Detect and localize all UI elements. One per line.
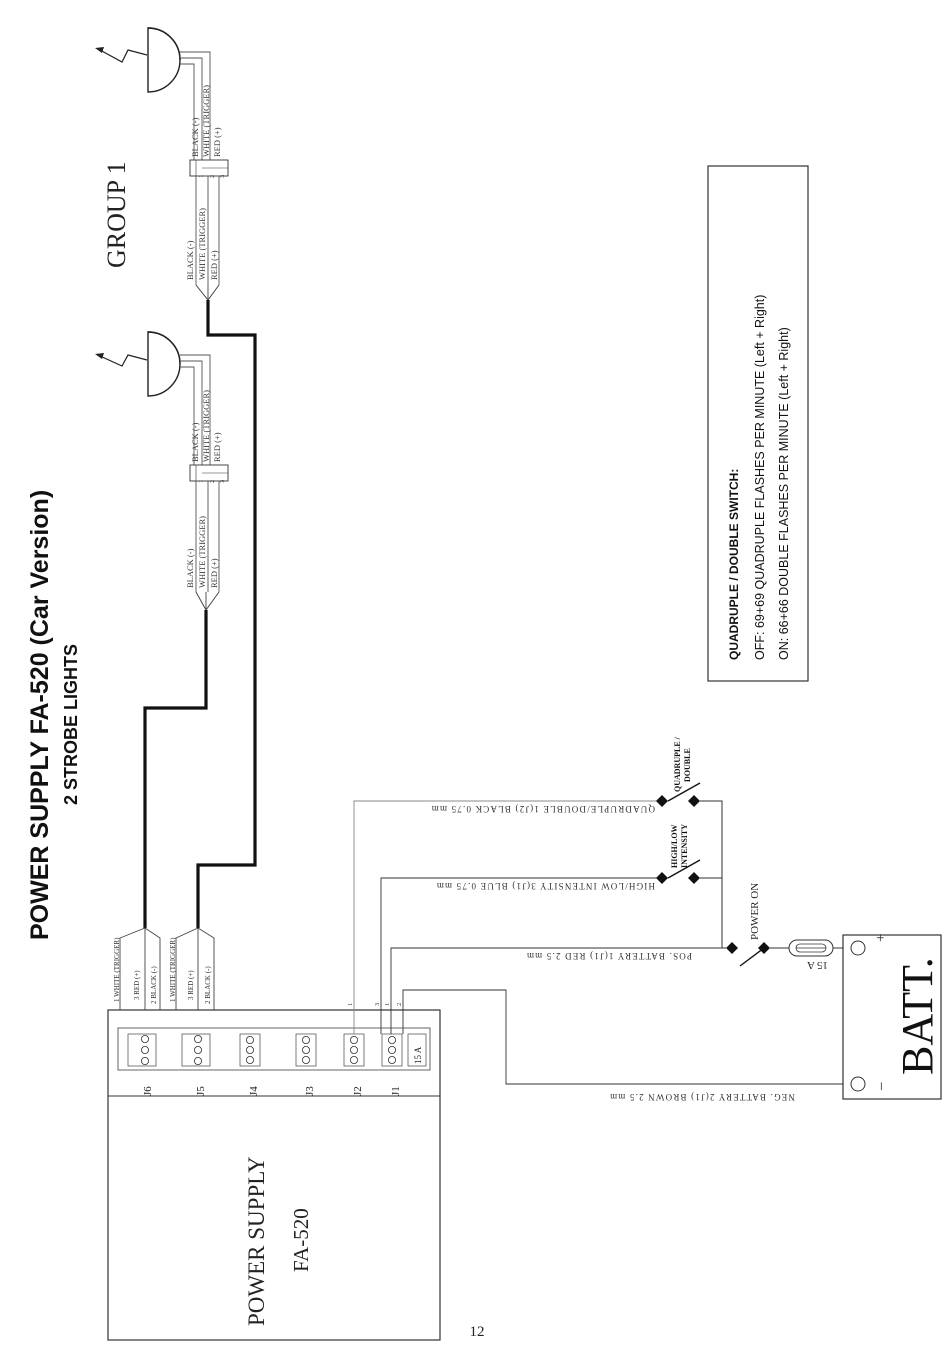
svg-text:RED (+): RED (+) — [212, 432, 222, 462]
svg-text:WHITE (TRIGGER): WHITE (TRIGGER) — [201, 390, 211, 462]
socket-j4-label: J4 — [248, 1086, 260, 1096]
power-supply-model: FA-520 — [289, 1208, 313, 1272]
switch-quadruple-double: QUADRUPLE / DOUBLE — [656, 736, 701, 807]
svg-text:3: 3 — [219, 175, 226, 178]
svg-text:–: – — [873, 1082, 889, 1091]
svg-text:WHITE (TRIGGER): WHITE (TRIGGER) — [197, 208, 207, 280]
fuse-15a: 15 A — [788, 939, 834, 971]
svg-text:HIGH/LOW: HIGH/LOW — [670, 824, 679, 868]
svg-text:WHITE (TRIGGER): WHITE (TRIGGER) — [197, 516, 207, 588]
switch-power-on: POWER ON — [720, 883, 770, 967]
svg-text:+: + — [873, 934, 889, 942]
svg-text:DOUBLE: DOUBLE — [683, 748, 692, 782]
svg-text:2: 2 — [209, 480, 216, 483]
strobe-lamp-icon — [147, 331, 181, 397]
page-number: 12 — [470, 1324, 485, 1340]
svg-text:2 BLACK (-): 2 BLACK (-) — [150, 966, 158, 1004]
svg-text:2: 2 — [396, 1003, 403, 1006]
battery-negative-terminal — [850, 1076, 866, 1092]
cable-lamp1-to-j5 — [196, 300, 257, 928]
svg-text:2: 2 — [209, 175, 216, 178]
strobe-lamp-icon — [147, 27, 181, 93]
connector-sockets: J6 J5 J4 J3 J2 J1 15 A — [127, 1033, 427, 1096]
switch-notes-box — [707, 165, 809, 682]
strobe-light-1: BLACK (-) WHITE (TRIGGER) RED (+) 1 2 3 … — [95, 27, 229, 301]
svg-text:INTENSITY: INTENSITY — [680, 824, 689, 868]
svg-text:3 RED (+): 3 RED (+) — [187, 970, 195, 1000]
svg-text:BLACK (-): BLACK (-) — [190, 422, 200, 462]
svg-text:RED (+): RED (+) — [212, 127, 222, 157]
socket-j6-label: J6 — [142, 1086, 154, 1096]
svg-text:RED (+): RED (+) — [209, 250, 219, 280]
svg-text:BLACK (-): BLACK (-) — [190, 117, 200, 157]
svg-text:POWER ON: POWER ON — [749, 883, 761, 940]
notes-on: ON: 66+66 DOUBLE FLASHES PER MINUTE (Lef… — [777, 327, 791, 660]
diagram-subtitle: 2 STROBE LIGHTS — [61, 644, 81, 805]
group-label: GROUP 1 — [102, 161, 131, 268]
svg-text:QUADRUPLE /: QUADRUPLE / — [673, 736, 682, 792]
svg-text:1 WHITE (TRIGGER): 1 WHITE (TRIGGER) — [169, 937, 177, 1002]
flash-icon — [99, 49, 148, 63]
strobe-light-2: BLACK (-) WHITE (TRIGGER) RED (+) 1 2 3 … — [95, 331, 229, 611]
label-wire-quadruple: QUADRUPLE/DOUBLE 1(J2) BLACK 0.75 mm — [431, 804, 655, 814]
connector-strip — [117, 1027, 431, 1071]
label-wire-neg: NEG. BATTERY 2(J1) BROWN 2.5 mm — [609, 1092, 795, 1102]
cable-lamp2-to-j6 — [143, 610, 208, 928]
power-supply-label: POWER SUPPLY — [244, 1156, 269, 1326]
diagram-title: POWER SUPPLY FA-520 (Car Version) — [26, 490, 54, 940]
wire-neg-battery — [402, 989, 846, 1085]
notes-heading: QUADRUPLE / DOUBLE SWITCH: — [727, 469, 741, 660]
wire-pos-battery — [390, 947, 720, 1034]
svg-text:1: 1 — [198, 480, 205, 483]
wire-quadruple-double — [353, 800, 662, 1034]
svg-text:15 A: 15 A — [413, 1046, 423, 1064]
svg-text:3 RED (+): 3 RED (+) — [133, 970, 141, 1000]
flash-icon — [99, 354, 148, 367]
switch-high-low: HIGH/LOW INTENSITY — [656, 824, 701, 884]
socket-j1-label: J1 — [390, 1086, 402, 1096]
socket-j5-label: J5 — [195, 1086, 207, 1096]
svg-text:3: 3 — [219, 480, 226, 483]
svg-text:2 BLACK (-): 2 BLACK (-) — [204, 966, 212, 1004]
socket-j3-label: J3 — [304, 1086, 316, 1096]
svg-text:3: 3 — [374, 1003, 381, 1006]
svg-text:1: 1 — [384, 1003, 391, 1006]
svg-text:1: 1 — [347, 1003, 354, 1006]
battery-positive-terminal — [850, 940, 866, 956]
socket-j2-label: J2 — [352, 1086, 364, 1096]
svg-text:15 A: 15 A — [807, 959, 828, 971]
battery — [842, 934, 942, 1100]
label-wire-pos: POS. BATTERY 1(J1) RED 2.5 mm — [526, 951, 692, 961]
battery-label: BATT. — [893, 957, 942, 1075]
svg-text:1 WHITE (TRIGGER): 1 WHITE (TRIGGER) — [113, 937, 121, 1002]
notes-off: OFF: 69+69 QUADRUPLE FLASHES PER MINUTE … — [753, 295, 767, 660]
svg-text:1: 1 — [198, 175, 205, 178]
svg-text:BLACK (-): BLACK (-) — [185, 240, 195, 280]
wire-high-low — [380, 877, 662, 1034]
svg-text:RED (+): RED (+) — [209, 558, 219, 588]
svg-text:BLACK (-): BLACK (-) — [185, 548, 195, 588]
label-wire-highlow: HIGH/LOW INTENSITY 3(J1) BLUE 0.75 mm — [436, 881, 655, 891]
svg-text:WHITE (TRIGGER): WHITE (TRIGGER) — [201, 85, 211, 157]
internal-fuse — [407, 1033, 427, 1067]
